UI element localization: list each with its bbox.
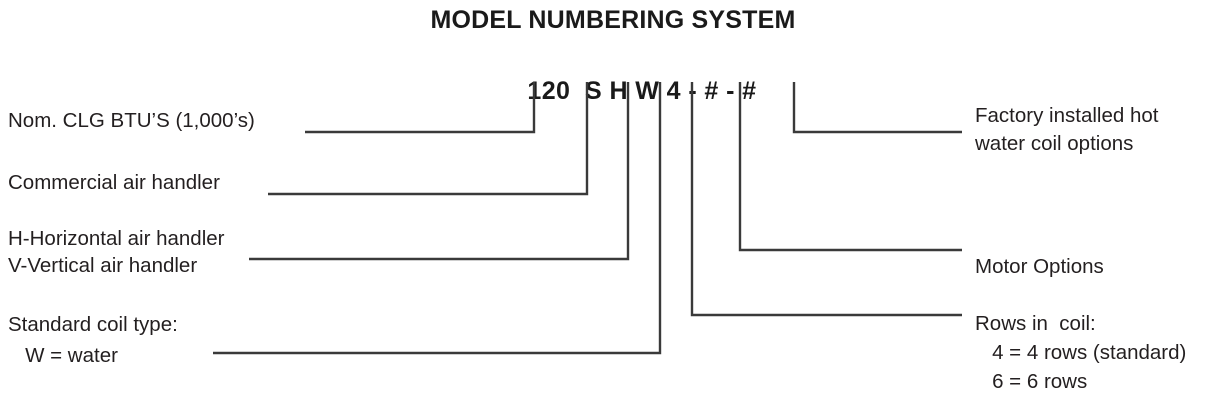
leader-line-coil [213,82,662,355]
code-segment-hotwater: # [742,77,757,105]
code-separator-2: - [726,77,735,105]
leader-line-motor [738,82,962,252]
label-motor-options: Motor Options [975,255,1104,278]
label-factory-hot-water-line2: water coil options [975,132,1134,155]
label-horizontal-air-handler: H-Horizontal air handler [8,227,225,250]
leader-line-btu [305,82,536,134]
code-segment-series: S [585,77,603,105]
label-commercial-air-handler: Commercial air handler [8,171,220,194]
leader-line-series [268,82,589,196]
label-rows-4: 4 = 4 rows (standard) [975,341,1187,364]
label-factory-hot-water-line1: Factory installed hot [975,104,1159,127]
leader-line-rows [690,82,962,317]
label-nominal-clg-btu: Nom. CLG BTU’S (1,000’s) [8,109,255,132]
label-standard-coil-type: Standard coil type: [8,313,178,336]
code-segment-rows: 4 [666,77,681,105]
code-segment-orient: H [609,77,628,105]
label-rows-in-coil: Rows in coil: [975,312,1096,335]
leader-line-hotwater [792,82,962,134]
label-vertical-air-handler: V-Vertical air handler [8,254,198,277]
label-rows-6: 6 = 6 rows [975,370,1088,393]
label-coil-type-water: W = water [8,344,118,367]
page-title: MODEL NUMBERING SYSTEM [430,6,796,34]
code-segment-coil: W [635,77,660,105]
leader-line-orient [249,82,630,261]
code-segment-motor: # [704,77,719,105]
